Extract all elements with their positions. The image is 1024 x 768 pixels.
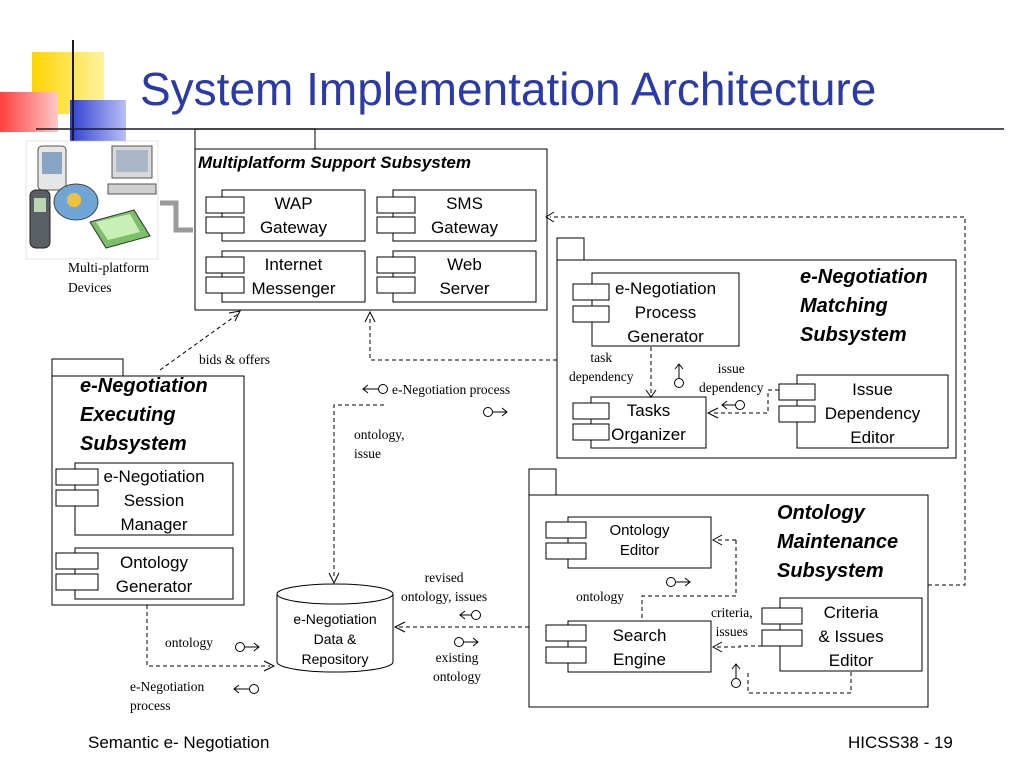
deco-blue-square xyxy=(70,100,126,144)
slide-title: System Implementation Architecture xyxy=(140,63,877,115)
repository-cylinder xyxy=(276,583,394,673)
matching-subsystem-frame xyxy=(556,237,957,459)
component-boxes-executing xyxy=(55,462,234,600)
component-boxes-ontology xyxy=(545,516,923,673)
neg-process-top-label: e-Negotiation process xyxy=(392,382,511,397)
component-boxes-multiplatform xyxy=(205,189,537,303)
ontology-left-label: ontology xyxy=(165,635,214,650)
footer-right: HICSS38 - 19 xyxy=(848,733,953,752)
arrowheads xyxy=(228,211,723,672)
ontology-right-label: ontology xyxy=(576,589,625,604)
bids-offers-label: bids & offers xyxy=(199,352,270,367)
dashed-connectors xyxy=(146,216,966,694)
executing-subsystem-frame xyxy=(51,358,245,606)
ontology-subsystem-frame xyxy=(528,468,929,708)
component-boxes-matching xyxy=(572,272,949,449)
footer-left: Semantic e- Negotiation xyxy=(88,733,270,752)
multiplatform-subsystem-title: Multiplatform Support Subsystem xyxy=(198,153,471,172)
multi-platform-devices-image xyxy=(25,140,193,260)
multiplatform-subsystem-frame xyxy=(194,128,548,311)
ontology-issue-label: ontology,issue xyxy=(354,427,405,461)
deco-red-square xyxy=(0,92,58,132)
criteria-issues-label: criteria,issues xyxy=(711,605,753,639)
interface-lollipops xyxy=(233,363,745,694)
